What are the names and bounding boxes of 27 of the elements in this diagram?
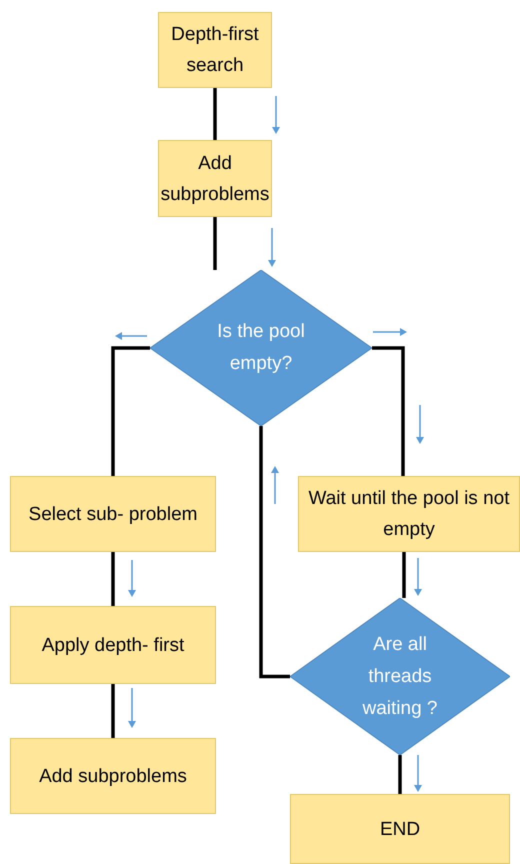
process-box	[10, 738, 216, 814]
process-box	[298, 476, 520, 552]
node-text: Add subproblems	[38, 764, 188, 788]
decision-diamond	[150, 270, 372, 426]
connector-line	[111, 684, 115, 738]
process-box	[158, 12, 272, 88]
connector-line	[402, 552, 406, 598]
node-text: Add subproblems	[160, 152, 270, 206]
connector-line	[213, 88, 217, 140]
process-box	[10, 476, 216, 552]
node-text: END	[378, 818, 422, 842]
decision-diamond	[290, 598, 510, 755]
connector-line	[111, 346, 150, 476]
connector-line	[398, 755, 402, 794]
connector-line	[259, 426, 290, 678]
node-text: Is the pool empty?	[216, 320, 306, 376]
process-box	[290, 794, 510, 864]
connector-line	[213, 217, 217, 270]
node-text: Apply depth- first	[40, 634, 186, 658]
connector-line	[111, 552, 115, 606]
node-text: Wait until the pool is not empty	[307, 487, 510, 542]
process-box	[158, 140, 272, 217]
connector-line	[372, 346, 405, 476]
process-box	[10, 606, 216, 684]
node-text: Depth-first search	[170, 23, 260, 78]
node-text: Select sub- problem	[28, 502, 198, 526]
node-text: Are all threads waiting ?	[362, 632, 438, 720]
